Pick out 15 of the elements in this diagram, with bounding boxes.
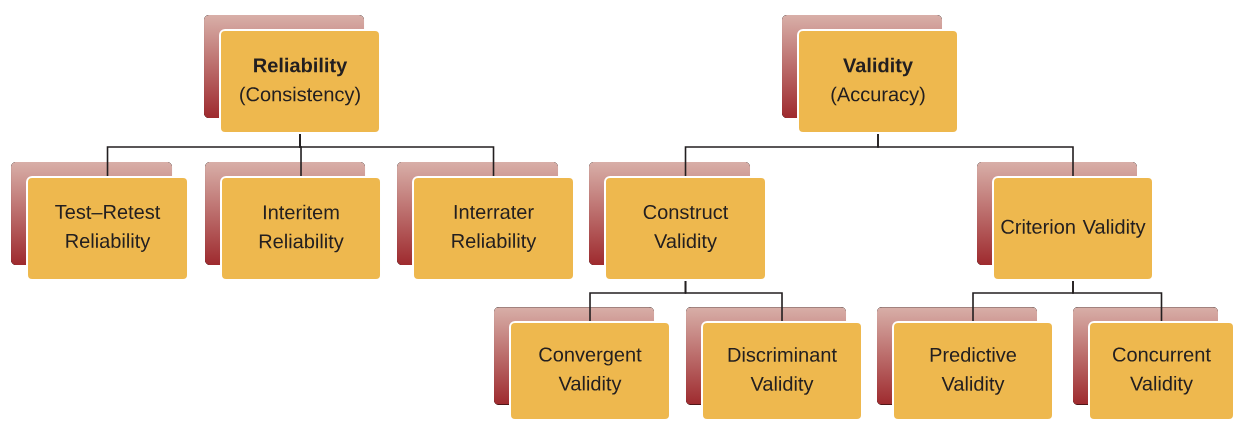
box: Reliability (Consistency) [204,15,381,134]
connector [1072,280,1163,322]
connector [684,280,783,322]
box: Interitem Reliability [205,162,382,281]
box: Criterion Validity [977,162,1154,281]
connector [299,133,495,177]
box: Concurrent Validity [1073,307,1235,421]
box: Validity (Accuracy) [782,15,959,134]
box: Discriminant Validity [686,307,863,421]
box: Test–Retest Reliability [11,162,189,281]
box: Interrater Reliability [397,162,575,281]
connector [877,133,1074,177]
box: Construct Validity [589,162,767,281]
box: Predictive Validity [877,307,1054,421]
box: Convergent Validity [494,307,671,421]
